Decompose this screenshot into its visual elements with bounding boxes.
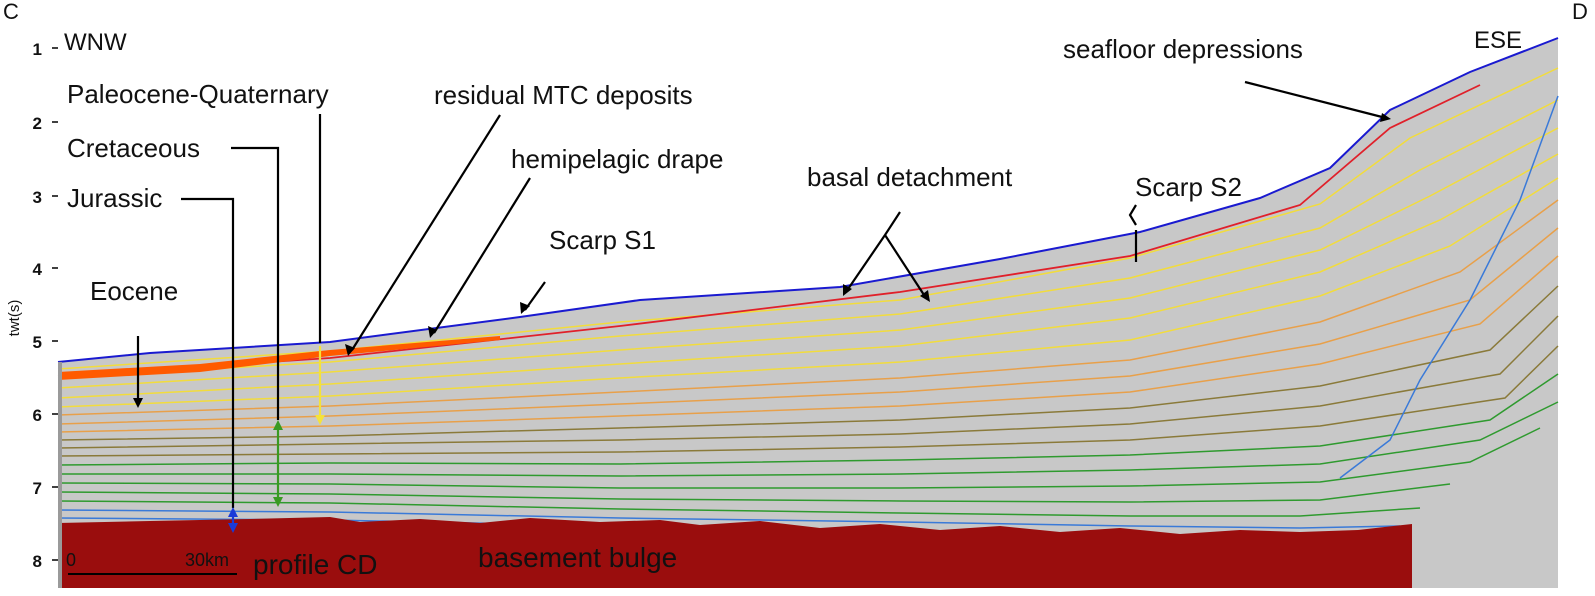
label-jurassic: Jurassic xyxy=(67,183,162,213)
label-cretaceous: Cretaceous xyxy=(67,133,200,163)
frame-ticks xyxy=(52,47,58,561)
axis-tick: 1 xyxy=(33,40,42,59)
label-paleocene-quaternary: Paleocene-Quaternary xyxy=(67,79,329,109)
sediment-fill xyxy=(58,38,1558,588)
label-basement-bulge: basement bulge xyxy=(478,542,677,573)
arrow-heads xyxy=(133,113,1391,408)
label-eocene: Eocene xyxy=(90,276,178,306)
scale-bar-start: 0 xyxy=(66,550,76,570)
corner-label-left: C xyxy=(3,0,19,24)
basement xyxy=(58,517,1412,588)
axis-tick: 4 xyxy=(33,260,43,279)
scale-bar-end: 30km xyxy=(185,550,229,570)
axis-tick: 7 xyxy=(33,479,42,498)
orientation-right: ESE xyxy=(1474,27,1522,54)
axis-tick: 8 xyxy=(33,552,42,571)
axis-tick: 5 xyxy=(33,333,42,352)
label-scarp-s2: Scarp S2 xyxy=(1135,172,1242,202)
label-seafloor-depressions: seafloor depressions xyxy=(1063,34,1303,64)
label-basal-detachment: basal detachment xyxy=(807,162,1013,192)
range-arrows xyxy=(228,346,325,533)
label-hemipelagic-drape: hemipelagic drape xyxy=(511,144,723,174)
axis-tick: 6 xyxy=(33,406,42,425)
label-scarp-s1: Scarp S1 xyxy=(549,225,656,255)
seafloor-line xyxy=(57,37,1559,363)
axis-tick: 2 xyxy=(33,114,42,133)
label-residual-mtc: residual MTC deposits xyxy=(434,80,693,110)
axis-title: twt(s) xyxy=(6,300,23,337)
orientation-left: WNW xyxy=(64,29,127,56)
profile-name: profile CD xyxy=(253,549,377,580)
horizon-lines xyxy=(57,67,1559,541)
corner-label-right: D xyxy=(1572,0,1588,24)
axis-tick: 3 xyxy=(33,188,42,207)
left-margin xyxy=(58,362,62,588)
